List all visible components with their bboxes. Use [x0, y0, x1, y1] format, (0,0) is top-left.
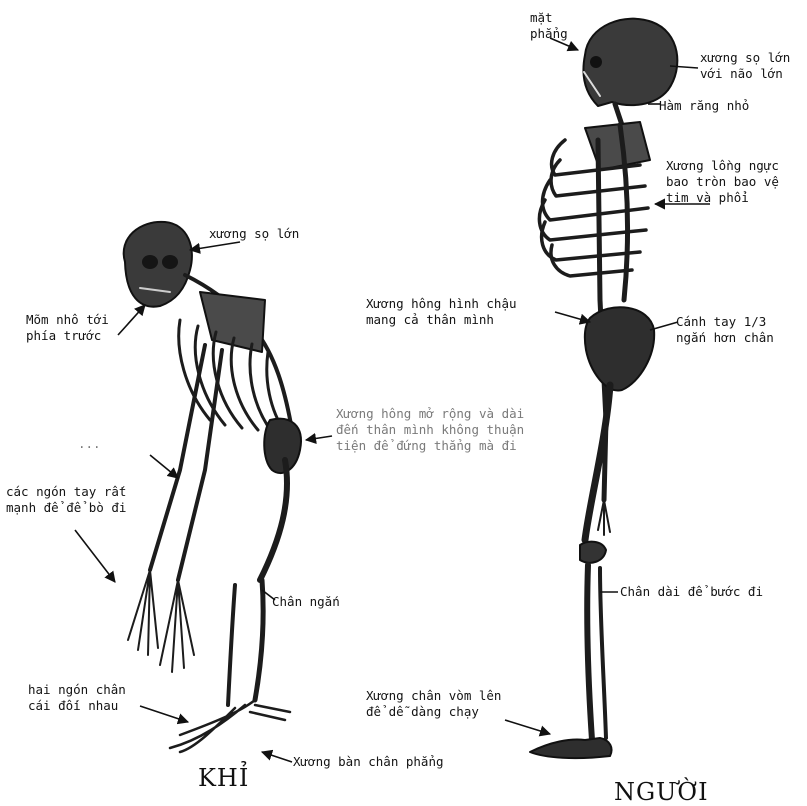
human-pelvis	[585, 307, 654, 390]
human-hand	[598, 500, 610, 535]
human-label-small-jaw: Hàm răng nhỏ	[659, 98, 749, 114]
ape-arm-left	[150, 345, 205, 570]
ape-title: KHỈ	[198, 764, 249, 792]
ape-skeleton	[124, 222, 301, 752]
ape-pelvis	[264, 419, 301, 473]
ape-label-skull: xương sọ lớn	[209, 226, 299, 242]
ape-hands	[128, 570, 194, 672]
ape-label-hip: Xương hông mở rộng và dài đến thân mình …	[336, 406, 524, 454]
human-label-skull: xương sọ lớn với não lớn	[700, 50, 790, 82]
human-tibia	[587, 565, 592, 740]
human-label-rib-cage: Xương lồng ngực bao tròn bao vệ tim và p…	[666, 158, 779, 206]
human-label-arched-foot: Xương chân vòm lên để dễ dàng chạy	[366, 688, 501, 720]
ape-label-arms: ...	[78, 436, 101, 452]
ape-feet	[170, 700, 290, 752]
human-skeleton	[530, 19, 677, 758]
human-label-flat-face: mặt phẳng	[530, 10, 568, 42]
ape-arm-right	[178, 350, 222, 580]
human-foot	[530, 738, 612, 758]
ape-label-flat-foot: Xương bàn chân phẳng	[293, 754, 444, 770]
ape-label-snout: Mõm nhô tới phía trước	[26, 312, 109, 344]
ape-label-toes: hai ngón chân cái đối nhau	[28, 682, 126, 714]
ape-skull	[124, 222, 192, 307]
ape-femur	[260, 460, 287, 580]
human-label-arm-ratio: Cánh tay 1/3 ngắn hơn chân	[676, 314, 774, 346]
human-label-pelvis: Xương hông hình chậu mang cả thân mình	[366, 296, 517, 328]
ape-label-fingers: các ngón tay rất mạnh để để bò đi	[6, 484, 126, 516]
human-label-long-legs: Chân dài để bước đi	[620, 584, 763, 600]
human-title: NGƯỜI	[614, 778, 709, 806]
ape-label-short-legs: Chân ngắn	[272, 594, 340, 610]
